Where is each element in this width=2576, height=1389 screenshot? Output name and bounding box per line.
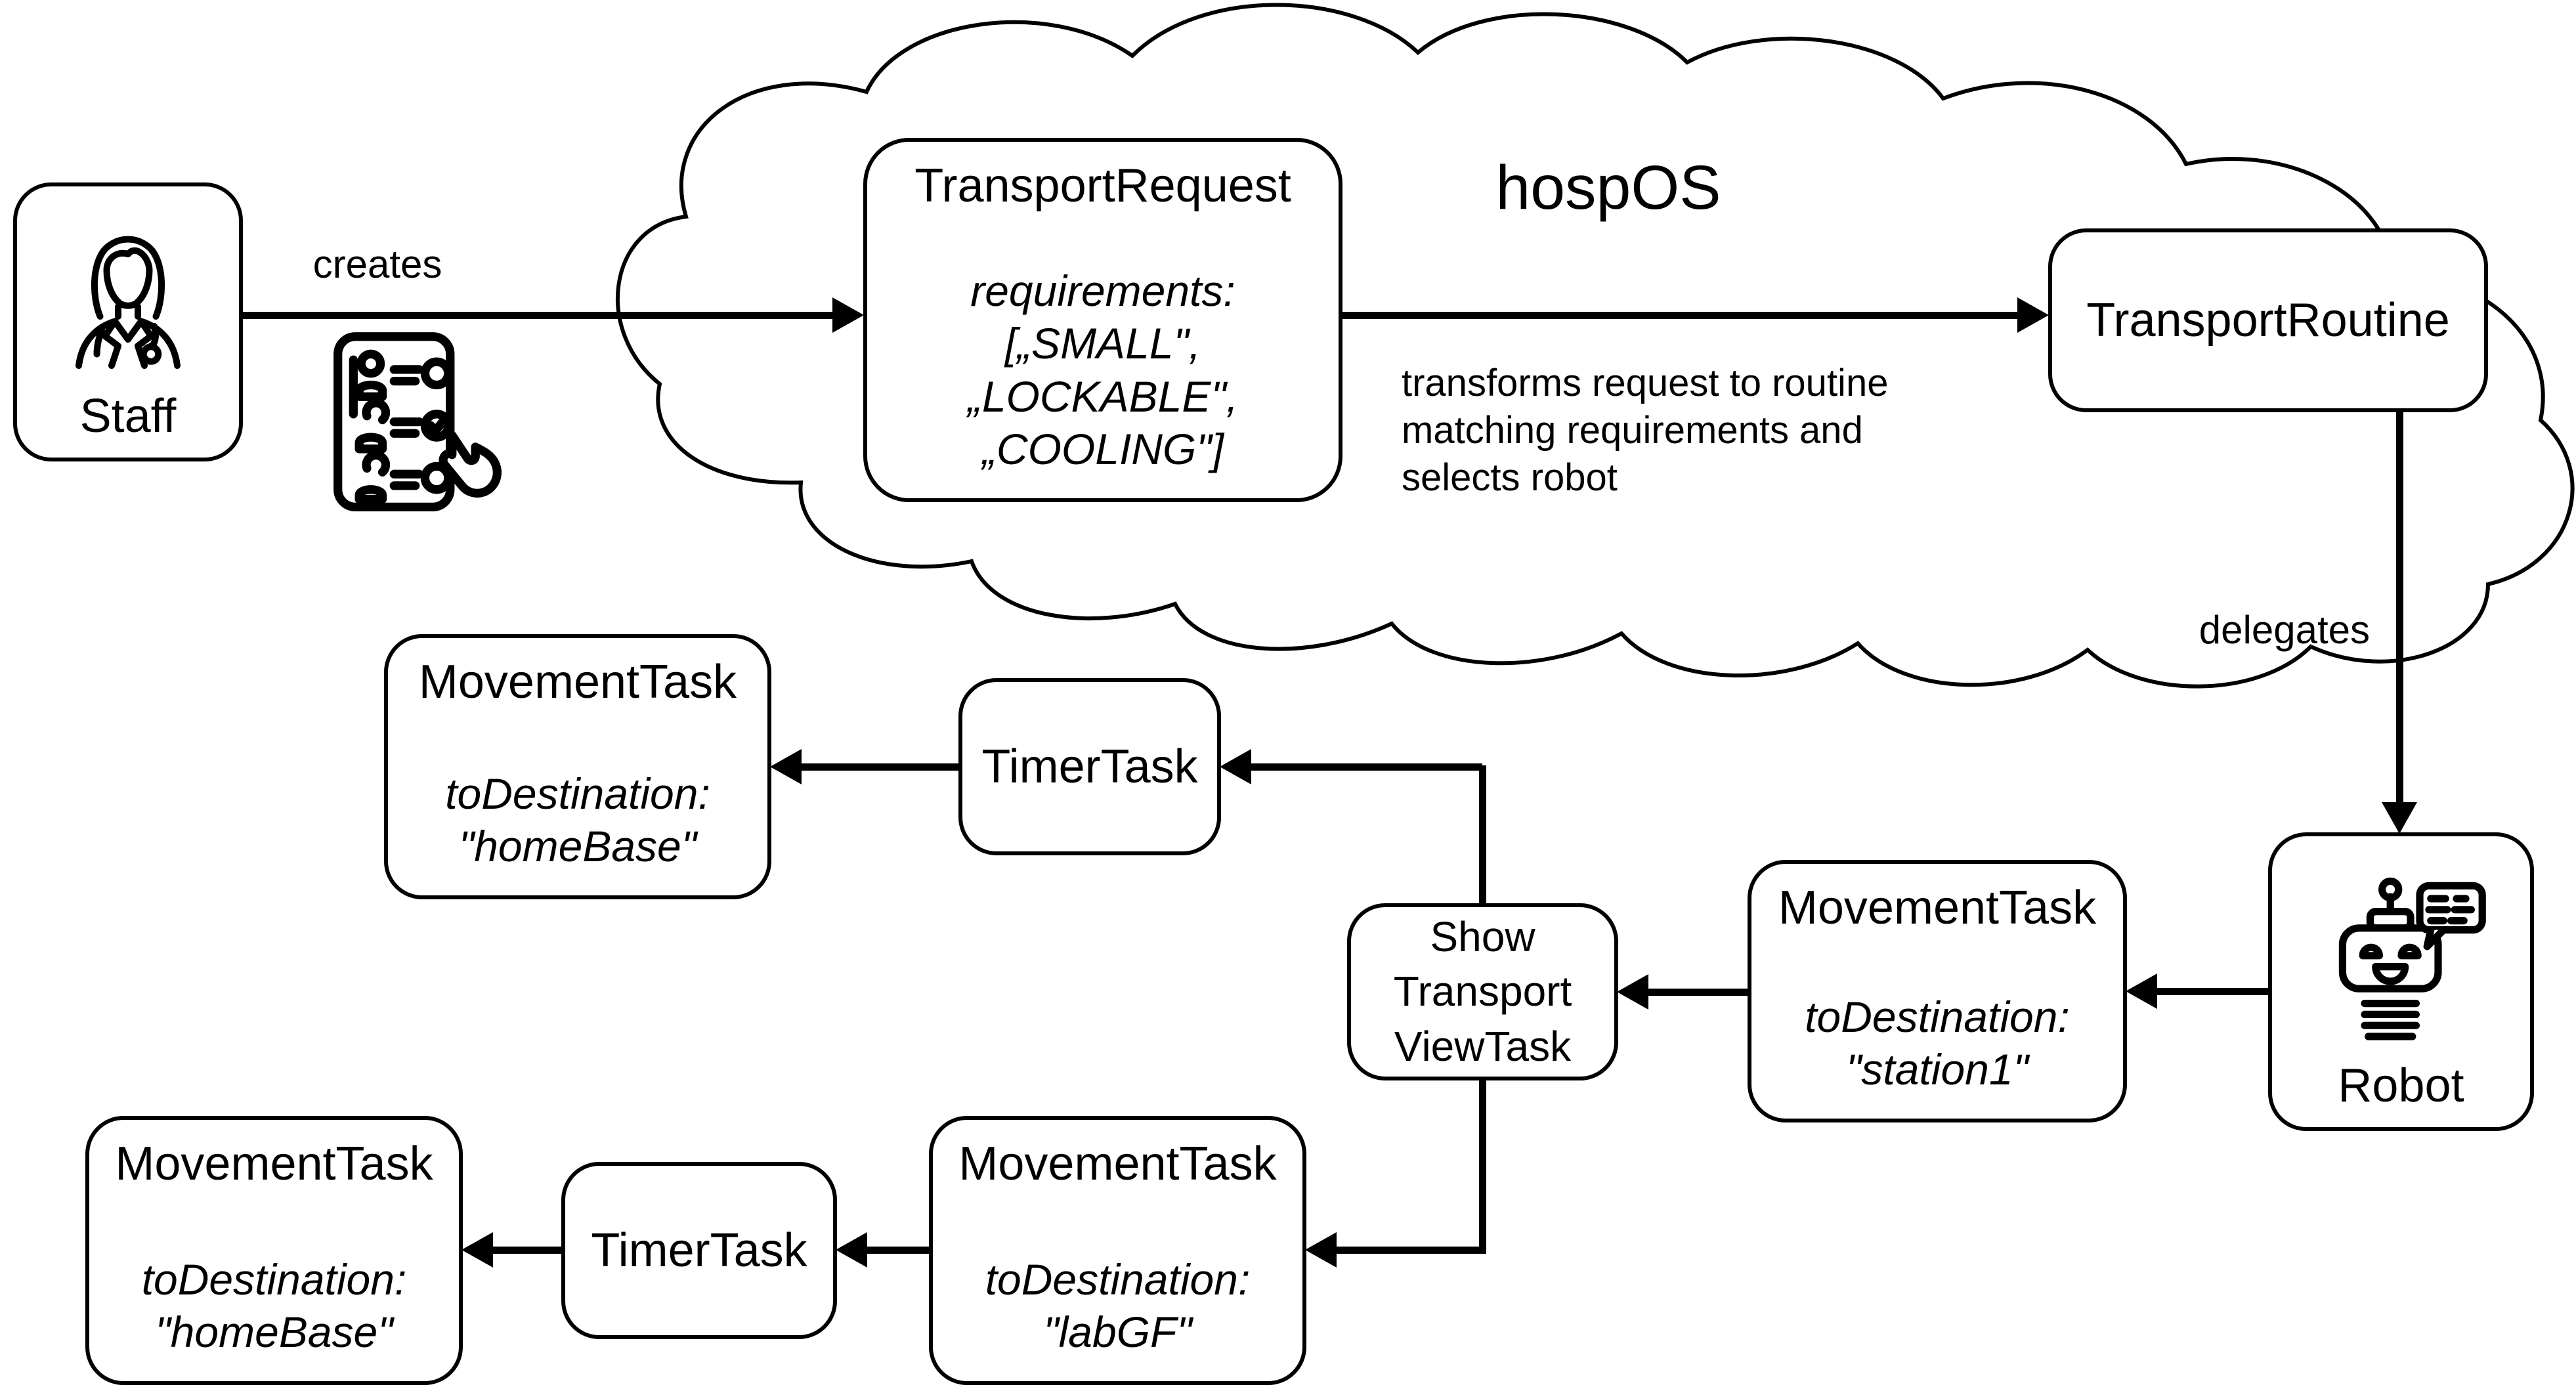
property-line: [„SMALL", [1004, 319, 1201, 368]
node-title: MovementTask [1778, 882, 2097, 934]
node-properties: toDestination: "labGF" [985, 1253, 1251, 1359]
female-doctor-icon [75, 236, 181, 369]
arrowhead-left-icon [462, 1232, 493, 1268]
transport-request-node: TransportRequest requirements: [„SMALL",… [863, 138, 1342, 502]
arrow-transportroutine-to-robot [2396, 411, 2403, 802]
node-title: TimerTask [981, 740, 1198, 793]
node-title: TransportRequest [914, 160, 1291, 212]
property-line: requirements: [970, 266, 1235, 315]
movement-task-homebase-bottom-node: MovementTask toDestination: "homeBase" [85, 1116, 463, 1385]
checklist-selection-icon [333, 332, 502, 511]
node-title: MovementTask [115, 1138, 433, 1190]
staff-node: Staff [13, 182, 243, 461]
arrowhead-left-icon [1305, 1232, 1337, 1268]
property-line: toDestination: [985, 1254, 1251, 1304]
transforms-note-line: transforms request to routine [1402, 362, 1889, 404]
arrow-timertask-top-to-movementtask-homebase-top [802, 763, 959, 771]
node-title: MovementTask [958, 1138, 1277, 1190]
property-line: „LOCKABLE", [967, 372, 1239, 421]
timer-task-bottom-node: TimerTask [561, 1162, 837, 1339]
movement-task-homebase-top-node: MovementTask toDestination: "homeBase" [384, 634, 771, 899]
chatbot-robot-icon [2338, 877, 2486, 1040]
arrowhead-right-icon [2017, 297, 2049, 333]
movement-task-station1-node: MovementTask toDestination: "station1" [1748, 860, 2127, 1122]
property-line: toDestination: [1805, 992, 2070, 1041]
transport-routine-node: TransportRoutine [2048, 228, 2488, 412]
property-line: „COOLING"] [981, 425, 1224, 474]
property-line: "station1" [1845, 1045, 2029, 1094]
show-transport-view-task-node: Show Transport ViewTask [1347, 903, 1618, 1080]
arrow-staff-to-transportrequest [243, 312, 834, 319]
node-title: MovementTask [418, 656, 737, 708]
property-line: "labGF" [1043, 1308, 1192, 1357]
property-line: toDestination: [445, 769, 710, 818]
robot-node: Robot [2268, 832, 2534, 1131]
node-title-line: Show [1430, 913, 1535, 961]
property-line: "homeBase" [155, 1308, 393, 1357]
staff-node-label: Staff [79, 390, 177, 442]
node-title-line: ViewTask [1394, 1022, 1572, 1070]
node-title: TimerTask [591, 1224, 807, 1277]
node-properties: toDestination: "homeBase" [445, 767, 710, 873]
arrowhead-down-icon [2382, 802, 2417, 834]
creates-edge-label: creates [312, 242, 442, 286]
arrow-showtransportviewtask-to-movementtask-labgf [1337, 1247, 1482, 1254]
property-line: "homeBase" [458, 822, 697, 871]
timer-task-top-node: TimerTask [958, 678, 1221, 855]
arrow-movementtask-labgf-to-timertask-bottom [867, 1247, 930, 1254]
arrowhead-left-icon [2126, 973, 2157, 1009]
arrow-robot-to-movementtask-station1 [2157, 988, 2269, 995]
node-title-line: Transport [1393, 968, 1572, 1015]
elbow-showtransportviewtask-down [1479, 1079, 1486, 1254]
delegates-edge-label: delegates [2199, 608, 2370, 652]
node-properties: requirements: [„SMALL", „LOCKABLE", „COO… [968, 265, 1238, 476]
node-properties: toDestination: "station1" [1805, 991, 2070, 1096]
movement-task-labgf-node: MovementTask toDestination: "labGF" [929, 1116, 1306, 1385]
transforms-note-line: selects robot [1402, 456, 1618, 499]
arrow-timertask-bottom-to-movementtask-homebase-bottom [493, 1247, 563, 1254]
elbow-showtransportviewtask-up [1479, 765, 1486, 905]
cloud-title: hospOS [1495, 153, 1721, 223]
arrowhead-left-icon [1617, 974, 1648, 1010]
arrowhead-left-icon [836, 1232, 867, 1268]
property-line: toDestination: [141, 1254, 407, 1304]
arrow-transportrequest-to-transportroutine [1342, 312, 2019, 319]
arrow-movementtask-station1-to-showtransportviewtask [1648, 989, 1748, 996]
arrow-showtransportviewtask-to-timertask-top [1251, 763, 1482, 771]
arrowhead-right-icon [832, 297, 864, 333]
node-properties: toDestination: "homeBase" [142, 1253, 407, 1359]
robot-node-label: Robot [2338, 1059, 2464, 1112]
arrowhead-left-icon [770, 749, 802, 784]
transforms-note-line: matching requirements and [1402, 408, 1863, 452]
node-title: TransportRoutine [2086, 293, 2450, 347]
arrowhead-left-icon [1220, 749, 1251, 784]
transforms-note: transforms request to routine matching r… [1402, 360, 1888, 502]
